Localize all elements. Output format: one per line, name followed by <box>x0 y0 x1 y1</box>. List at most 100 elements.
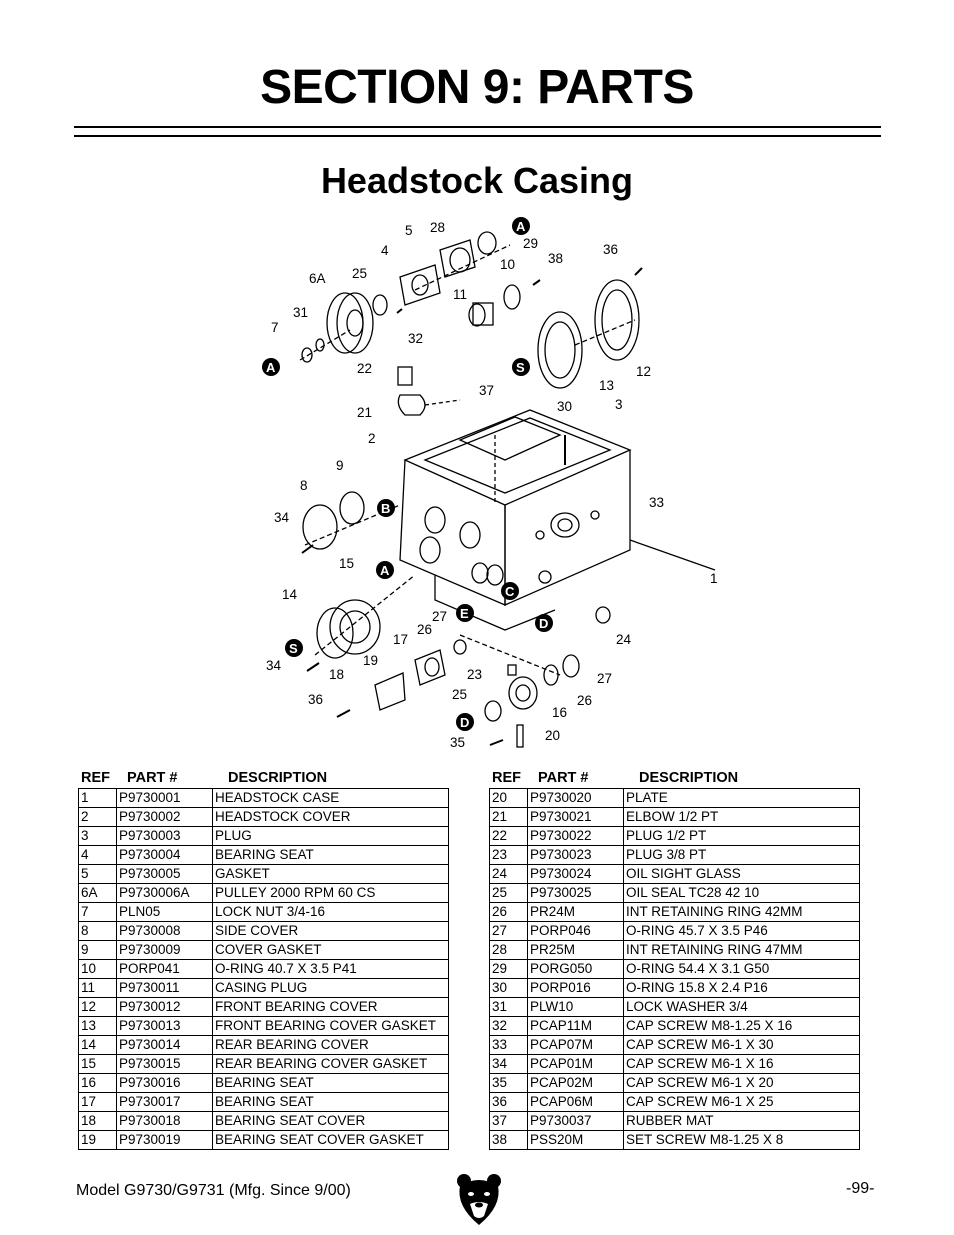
description-cell: REAR BEARING COVER <box>212 1035 449 1055</box>
ref-header: REF <box>81 770 110 786</box>
page-subtitle: Headstock Casing <box>320 160 634 201</box>
ref-cell: 35 <box>489 1073 528 1093</box>
part-number-cell: PR25M <box>527 940 624 960</box>
part-header: PART # <box>127 770 178 786</box>
ref-cell: 9 <box>78 940 117 960</box>
description-cell: INT RETAINING RING 42MM <box>623 902 860 922</box>
description-cell: O-RING 45.7 X 3.5 P46 <box>623 921 860 941</box>
part-number-cell: P9730018 <box>116 1111 213 1131</box>
callout: 34 <box>266 658 282 673</box>
ref-cell: 24 <box>489 864 528 884</box>
ref-cell: 6A <box>78 883 117 903</box>
part-number-cell: P9730004 <box>116 845 213 865</box>
callout: 36 <box>308 692 323 707</box>
description-cell: HEADSTOCK COVER <box>212 807 449 827</box>
callout: 27 <box>432 609 447 624</box>
ref-cell: 27 <box>489 921 528 941</box>
callout: 6A <box>309 271 326 286</box>
description-cell: O-RING 15.8 X 2.4 P16 <box>623 978 860 998</box>
description-cell: PLUG 1/2 PT <box>623 826 860 846</box>
ref-cell: 34 <box>489 1054 528 1074</box>
callout: 36 <box>603 242 618 257</box>
callout: 11 <box>453 287 467 302</box>
section-title: SECTION 9: PARTS <box>260 61 694 114</box>
ref-cell: 26 <box>489 902 528 922</box>
callout: 9 <box>336 458 344 473</box>
description-cell: CASING PLUG <box>212 978 449 998</box>
description-cell: SIDE COVER <box>212 921 449 941</box>
part-number-cell: PORP016 <box>527 978 624 998</box>
description-cell: REAR BEARING COVER GASKET <box>212 1054 449 1074</box>
description-cell: HEADSTOCK CASE <box>212 788 449 808</box>
table-header: REF PART # DESCRIPTION <box>78 768 449 788</box>
callout: 17 <box>393 632 408 647</box>
ref-header: REF <box>492 770 521 786</box>
callout: 7 <box>271 320 279 335</box>
description-cell: PULLEY 2000 RPM 60 CS <box>212 883 449 903</box>
part-number-cell: P9730017 <box>116 1092 213 1112</box>
desc-header: DESCRIPTION <box>228 770 328 786</box>
part-number-cell: P9730006A <box>116 883 213 903</box>
callout: 4 <box>381 243 389 258</box>
callout: 30 <box>557 399 572 414</box>
marker: B <box>381 501 390 516</box>
marker: D <box>539 616 548 631</box>
description-cell: BEARING SEAT COVER GASKET <box>212 1130 449 1150</box>
description-cell: PLUG <box>212 826 449 846</box>
part-number-cell: P9730002 <box>116 807 213 827</box>
ref-cell: 16 <box>78 1073 117 1093</box>
callout: 22 <box>357 361 372 376</box>
callout: 35 <box>450 735 465 750</box>
ref-cell: 33 <box>489 1035 528 1055</box>
description-cell: CAP SCREW M8-1.25 X 16 <box>623 1016 860 1036</box>
part-number-cell: P9730012 <box>116 997 213 1017</box>
callout-labels: 1 2 3 5 4 6A 7 8 9 10 11 12 13 14 15 16 … <box>266 220 718 750</box>
ref-cell: 37 <box>489 1111 528 1131</box>
callout: 2 <box>368 431 376 446</box>
ref-cell: 32 <box>489 1016 528 1036</box>
ref-cell: 2 <box>78 807 117 827</box>
description-cell: FRONT BEARING COVER <box>212 997 449 1017</box>
callout: 16 <box>552 705 567 720</box>
part-number-cell: P9730024 <box>527 864 624 884</box>
callout: 1 <box>710 571 718 586</box>
callout: 3 <box>615 397 623 412</box>
callout: 27 <box>597 671 612 686</box>
circled-markers: A A A S S B C D D E <box>262 217 553 731</box>
description-cell: PLUG 3/8 PT <box>623 845 860 865</box>
callout: 25 <box>352 266 367 281</box>
marker: A <box>266 360 276 375</box>
part-number-cell: PORP041 <box>116 959 213 979</box>
callout: 8 <box>300 478 308 493</box>
callout: 37 <box>479 383 494 398</box>
ref-cell: 25 <box>489 883 528 903</box>
part-number-cell: PCAP11M <box>527 1016 624 1036</box>
top-rule <box>74 126 881 128</box>
part-number-cell: PCAP06M <box>527 1092 624 1112</box>
description-cell: BEARING SEAT <box>212 1092 449 1112</box>
callout: 28 <box>430 220 445 235</box>
callout: 18 <box>329 667 344 682</box>
ref-cell: 4 <box>78 845 117 865</box>
